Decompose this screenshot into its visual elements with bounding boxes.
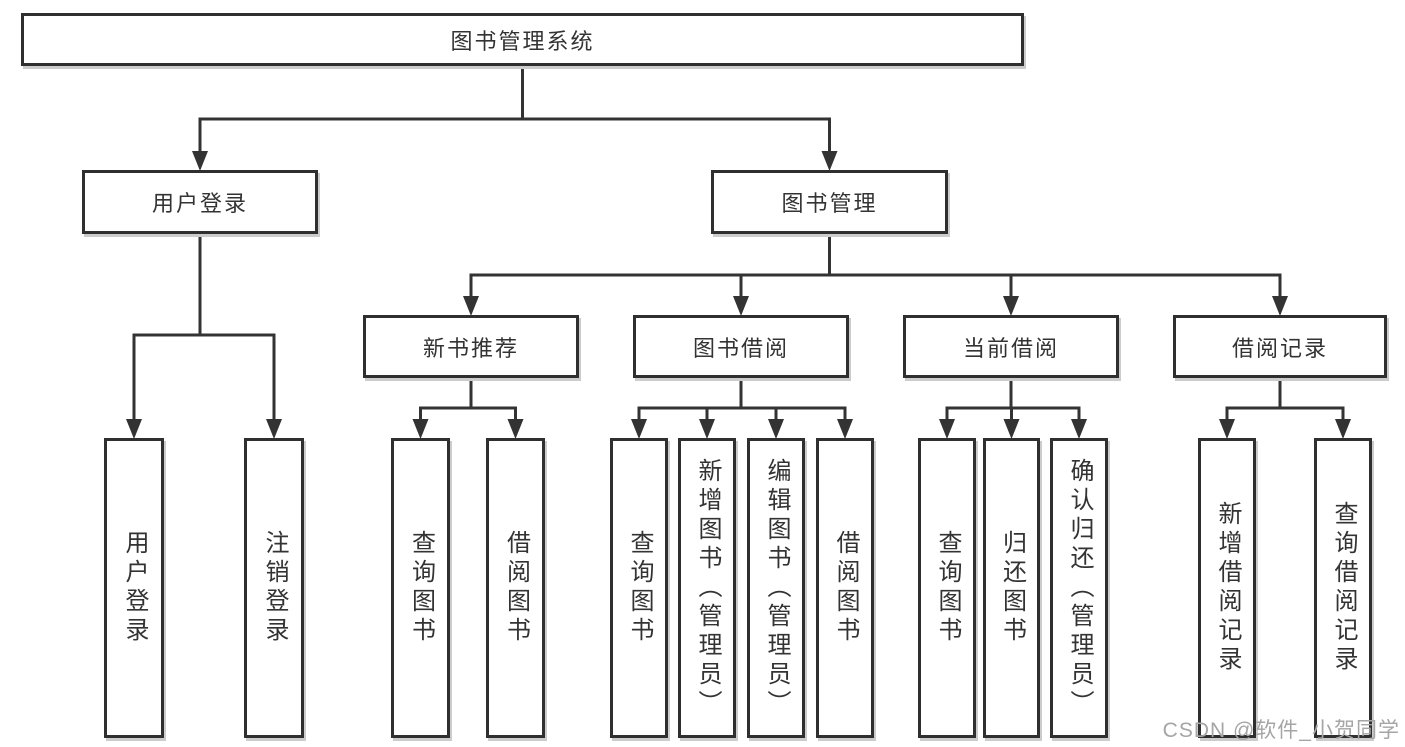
tree-node-leaf-query-record: 查询借阅记录 [1314,438,1372,738]
arrow-head [768,419,784,439]
arrow-head [1219,419,1235,439]
tree-node-label: 查询图书 [626,530,653,646]
arrow-head [1003,296,1019,316]
tree-node-label: 新书推荐 [422,335,519,361]
arrow-head [821,151,838,171]
arrow-head [463,296,479,316]
tree-node-label: 新增借阅记录 [1214,501,1241,675]
arrow-head [126,419,142,439]
arrow-head [939,419,955,439]
arrow-head [266,419,282,439]
watermark: CSDN @软件_小贺同学 [1162,719,1400,742]
tree-node-label: 借阅记录 [1231,335,1328,361]
tree-node-label: 用户登录 [121,530,148,646]
arrow-head [412,419,429,439]
tree-node-label: 用户登录 [151,191,248,216]
tree-node-root: 图书管理系统 [21,13,1024,66]
arrow-head [1071,419,1087,439]
tree-node-leaf-confirm-return: 确认归还（管理员） [1050,438,1108,738]
tree-node-label: 注销登录 [261,530,288,646]
tree-node-book-mgmt-branch: 图书管理 [711,170,948,234]
tree-node-leaf-edit-book: 编辑图书（管理员） [747,438,805,738]
tree-node-label: 查询借阅记录 [1330,501,1357,675]
tree-node-leaf-borrow-book-2: 借阅图书 [816,438,874,738]
arrow-head [699,419,715,439]
tree-node-label: 借阅图书 [502,530,530,646]
tree-node-borrow-record: 借阅记录 [1173,315,1387,378]
tree-node-leaf-query-book-3: 查询图书 [918,438,976,738]
arrow-head [1003,419,1020,439]
tree-node-leaf-add-book: 新增图书（管理员） [678,438,736,738]
tree-node-label: 归还图书 [998,530,1026,646]
tree-node-leaf-logout: 注销登录 [244,438,304,738]
tree-node-leaf-return-book: 归还图书 [983,438,1040,738]
tree-node-leaf-query-book-1: 查询图书 [391,438,450,738]
arrow-head [631,419,647,439]
tree-node-leaf-add-record: 新增借阅记录 [1198,438,1256,738]
tree-node-label: 图书借阅 [692,335,789,361]
tree-node-label: 当前借阅 [962,335,1059,361]
tree-node-label: 查询图书 [934,530,961,646]
tree-node-user-login-branch: 用户登录 [82,170,318,234]
tree-node-label: 编辑图书（管理员） [763,457,790,719]
tree-node-label: 图书管理 [781,191,878,216]
arrow-head [1335,419,1351,439]
arrow-head [192,151,208,171]
tree-node-leaf-user-login: 用户登录 [104,438,164,738]
arrow-head [507,419,524,439]
arrow-head [1272,296,1288,316]
tree-node-current-borrow: 当前借阅 [903,315,1119,378]
tree-node-label: 新增图书（管理员） [694,457,721,719]
tree-node-label: 确认归还（管理员） [1066,457,1093,719]
tree-node-leaf-query-book-2: 查询图书 [610,438,668,738]
arrow-head [837,419,853,439]
tree-node-new-book-rec: 新书推荐 [363,315,579,378]
tree-node-leaf-borrow-book-1: 借阅图书 [486,438,545,738]
tree-node-label: 图书管理系统 [450,28,595,54]
tree-node-label: 查询图书 [407,530,435,646]
arrow-head [733,296,749,316]
tree-node-label: 借阅图书 [832,530,859,646]
tree-node-book-borrow: 图书借阅 [633,315,849,378]
